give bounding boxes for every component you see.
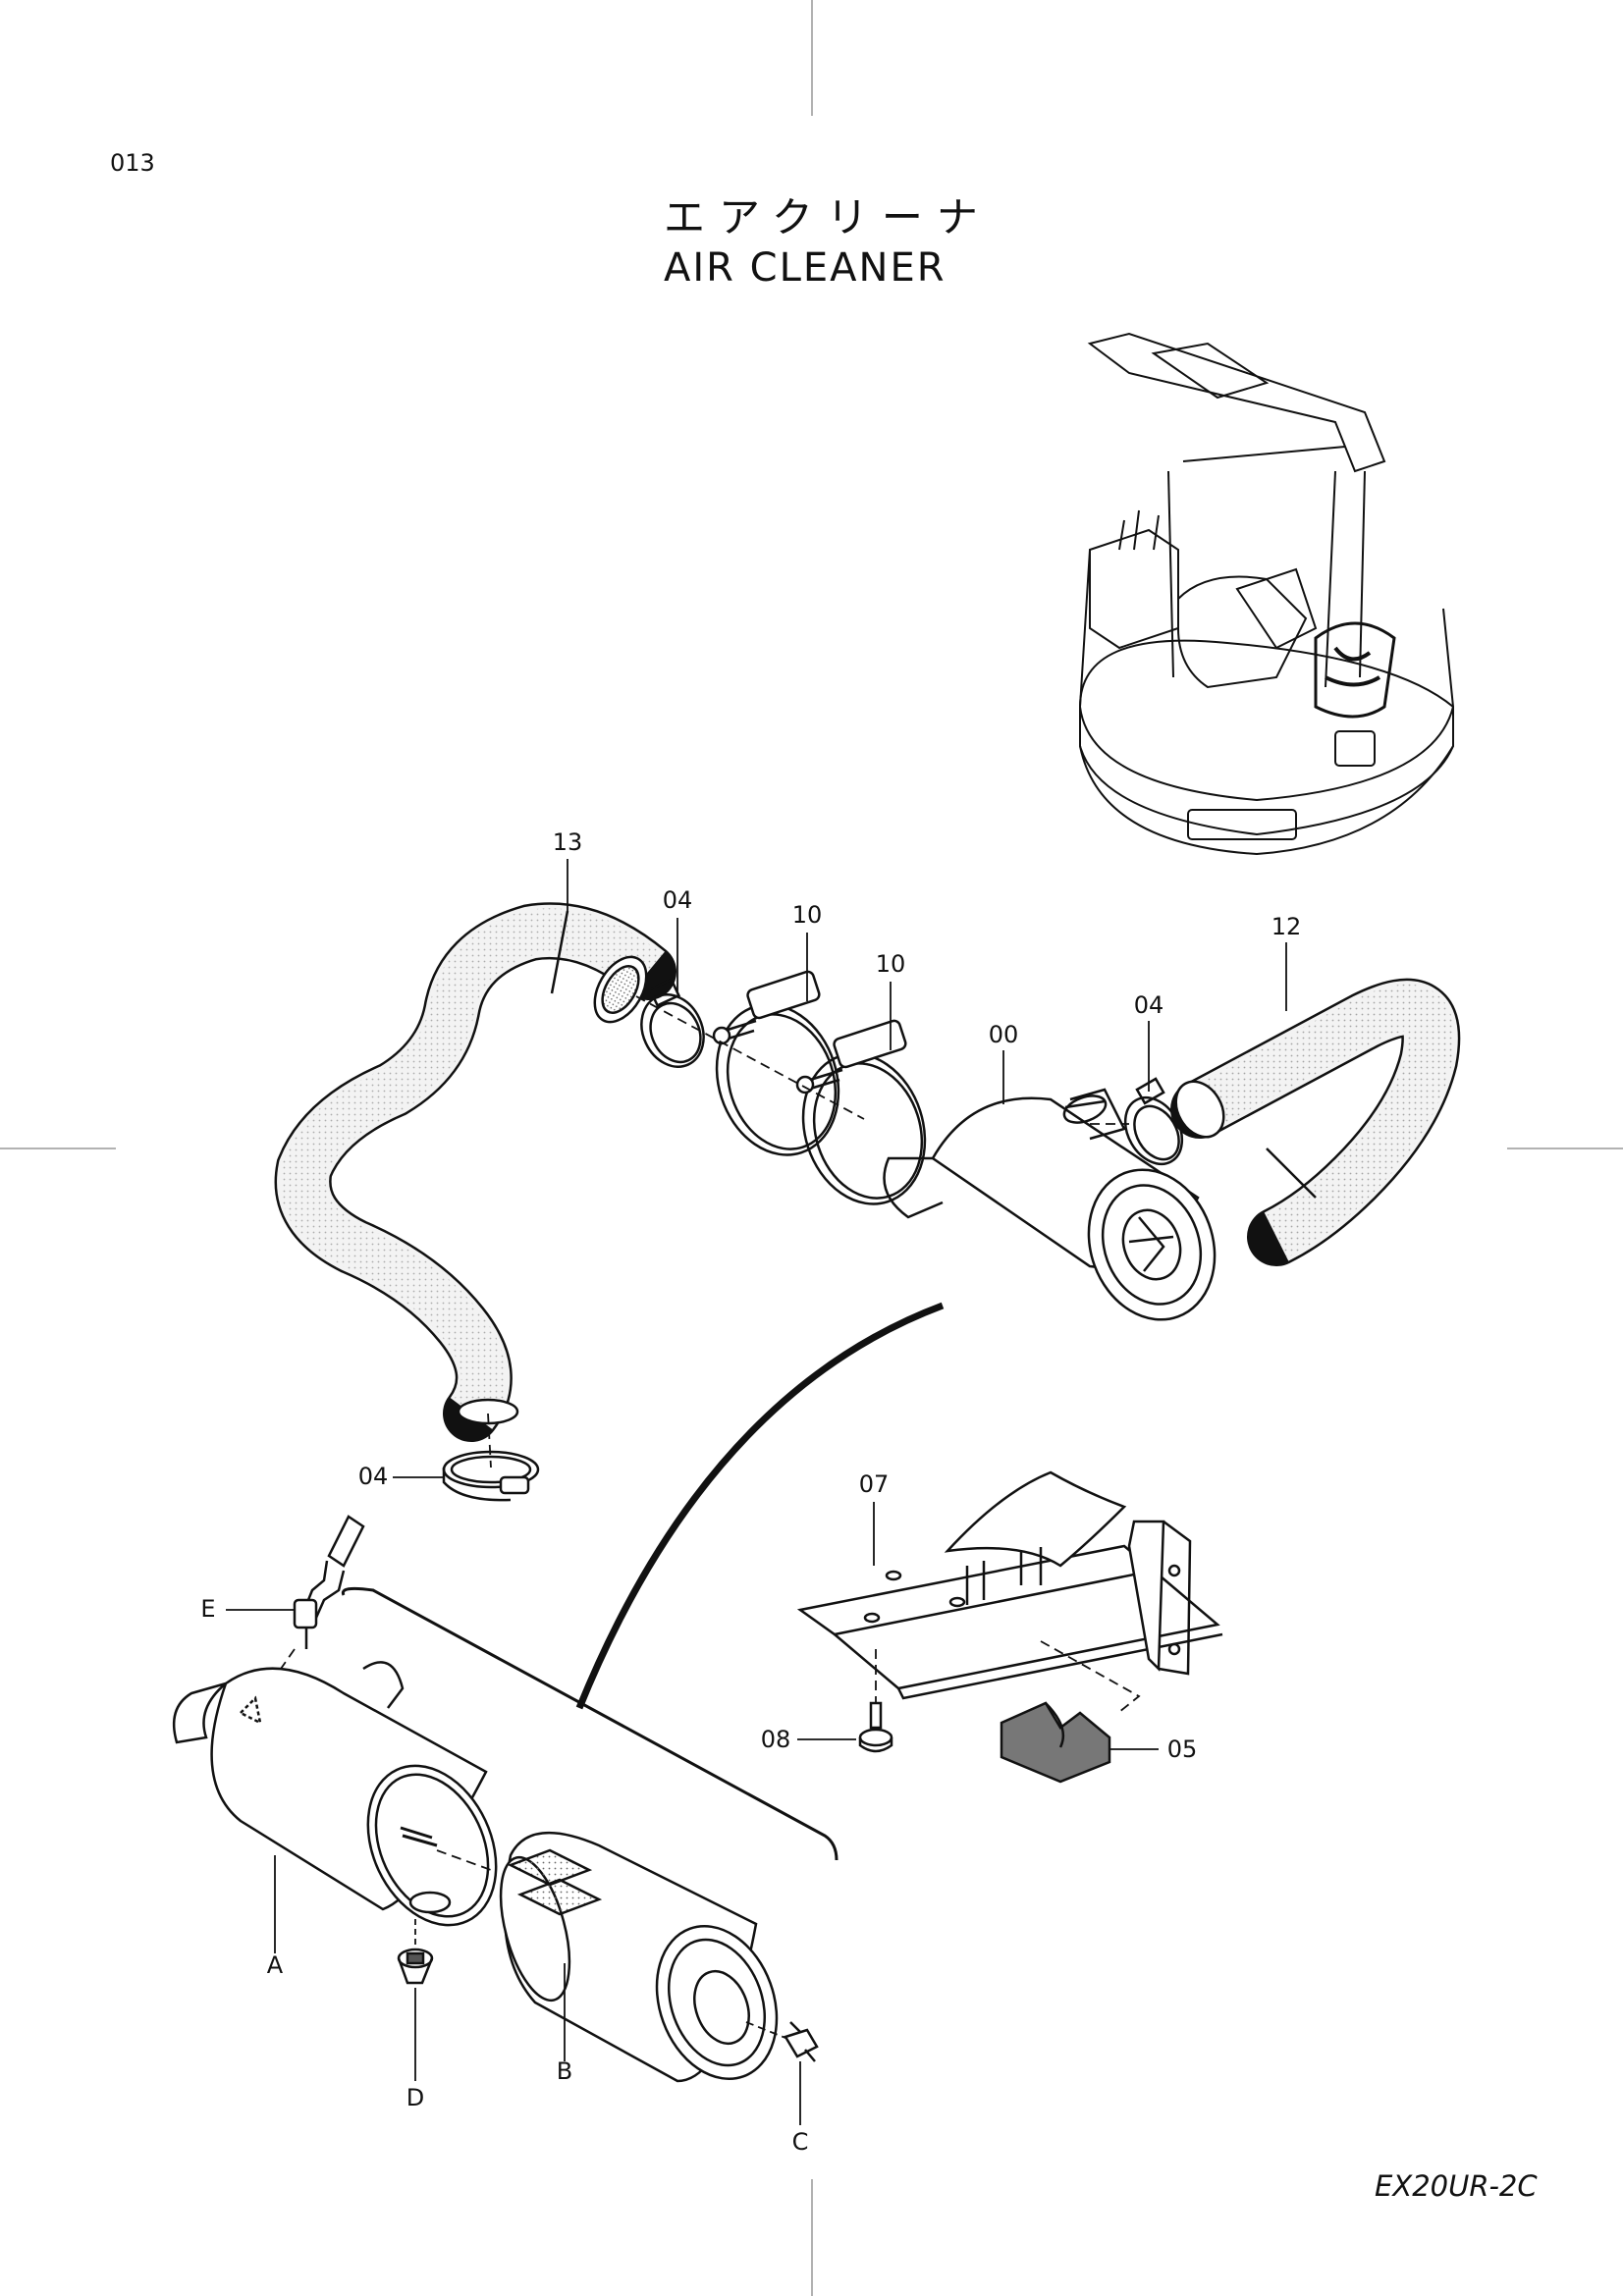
callout-wingnut-C: C — [792, 2128, 809, 2156]
callout-band-10-a: 10 — [792, 901, 823, 929]
callout-rubber-05: 05 — [1167, 1735, 1198, 1763]
callout-body-A: A — [267, 1951, 284, 1979]
callout-labels — [226, 859, 1287, 2125]
callout-hose-13: 13 — [553, 828, 583, 856]
assembly-arrow — [341, 1302, 945, 1861]
wing-nut-C — [784, 2021, 819, 2062]
air-cleaner-assembly — [883, 1088, 1217, 1321]
callout-clamp-04-top: 04 — [663, 886, 693, 914]
callout-sensor-E: E — [200, 1595, 215, 1623]
diagram-title-english: AIR CLEANER — [664, 245, 947, 291]
callout-bolt-08: 08 — [761, 1726, 791, 1753]
machine-overview-illustration — [1079, 332, 1454, 856]
mounting-bracket-07 — [796, 1470, 1223, 1700]
callout-clamp-04-bottom: 04 — [358, 1463, 389, 1490]
mounting-band-10-a — [712, 970, 840, 1156]
bolt-08 — [858, 1649, 893, 1753]
mounting-band-10-b — [795, 1019, 927, 1205]
callout-bracket-07: 07 — [859, 1470, 890, 1498]
alignment-lines — [487, 995, 1129, 1468]
callout-valve-D: D — [406, 2084, 424, 2111]
model-code: EX20UR-2C — [1375, 2169, 1538, 2203]
filter-element-B — [499, 1831, 791, 2083]
callout-clamp-04-right: 04 — [1134, 991, 1164, 1019]
callout-band-10-b: 10 — [876, 950, 906, 978]
callout-cleaner-00: 00 — [989, 1021, 1019, 1048]
callout-hose-12: 12 — [1271, 913, 1302, 940]
evacuator-valve-D — [397, 1919, 434, 1985]
hose-13 — [274, 902, 676, 1442]
callout-element-B: B — [557, 2057, 572, 2085]
diagram-title-japanese: エアクリーナ — [664, 193, 992, 241]
hose-12 — [1170, 978, 1461, 1266]
hose-clamp-top — [640, 978, 705, 1068]
hose-clamp-bottom — [442, 1450, 540, 1502]
page-number: 013 — [110, 149, 155, 177]
rubber-mount-05 — [1000, 1640, 1141, 1784]
air-cleaner-body-A — [172, 1661, 498, 1927]
